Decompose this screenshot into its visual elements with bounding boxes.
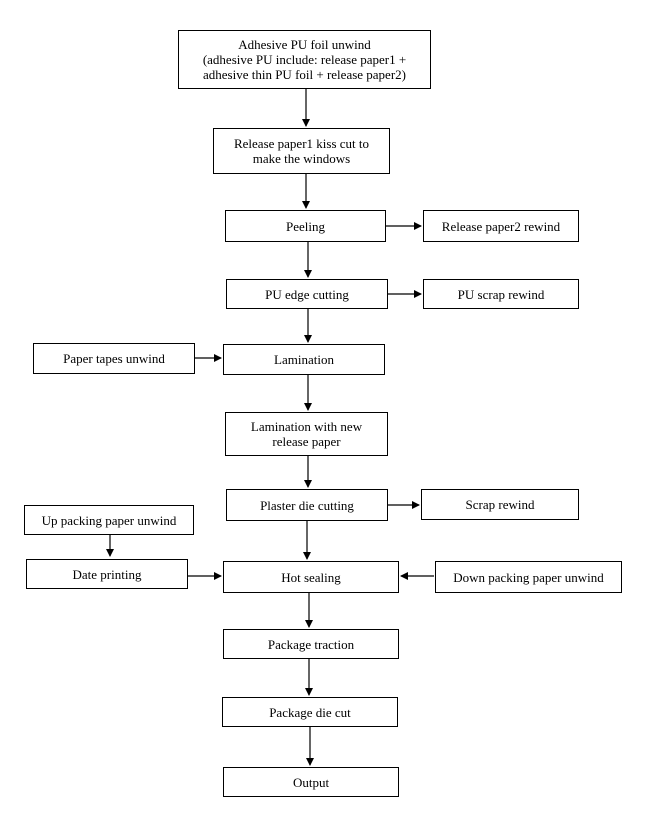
node-hot-sealing: Hot sealing bbox=[223, 561, 399, 593]
node-plaster-die-cutting-label: Plaster die cutting bbox=[260, 497, 354, 513]
node-output-label: Output bbox=[292, 774, 330, 790]
node-lamination: Lamination bbox=[223, 344, 385, 375]
node-pu-edge-cutting-label: PU edge cutting bbox=[265, 286, 349, 302]
node-release-paper2-rewind-label: Release paper2 rewind bbox=[441, 218, 561, 234]
node-release-paper1-kiss-cut: Release paper1 kiss cut to make the wind… bbox=[213, 128, 390, 174]
node-adhesive-line1: Adhesive PU foil unwind bbox=[238, 37, 371, 52]
node-package-die-cut-label: Package die cut bbox=[269, 704, 351, 720]
node-kiss-cut-line2: make the windows bbox=[252, 151, 351, 166]
node-pu-scrap-rewind-label: PU scrap rewind bbox=[457, 286, 545, 302]
node-date-printing: Date printing bbox=[26, 559, 188, 589]
node-lamination-label: Lamination bbox=[274, 352, 334, 367]
node-package-traction: Package traction bbox=[223, 629, 399, 659]
node-down-packing-unwind-label: Down packing paper unwind bbox=[453, 569, 604, 585]
node-scrap-rewind: Scrap rewind bbox=[421, 489, 579, 520]
node-pu-scrap-rewind: PU scrap rewind bbox=[423, 279, 579, 309]
node-peeling-label: Peeling bbox=[286, 218, 325, 234]
node-date-printing-label: Date printing bbox=[72, 566, 142, 582]
node-pu-edge-cutting: PU edge cutting bbox=[226, 279, 388, 309]
node-adhesive-pu-foil-unwind: Adhesive PU foil unwind (adhesive PU inc… bbox=[178, 30, 431, 89]
node-up-packing-paper-unwind: Up packing paper unwind bbox=[24, 505, 194, 535]
node-hot-sealing-label: Hot sealing bbox=[281, 569, 341, 585]
node-paper-tapes-unwind: Paper tapes unwind bbox=[33, 343, 195, 374]
node-lamination-new-release-paper: Lamination with new release paper bbox=[225, 412, 388, 456]
node-down-packing-paper-unwind: Down packing paper unwind bbox=[435, 561, 622, 593]
node-lamination-new-line2: release paper bbox=[272, 434, 341, 449]
node-adhesive-line2: (adhesive PU include: release paper1 + bbox=[202, 52, 407, 67]
node-release-paper2-rewind: Release paper2 rewind bbox=[423, 210, 579, 242]
node-adhesive-line3: adhesive thin PU foil + release paper2) bbox=[203, 67, 406, 82]
node-up-packing-unwind-label: Up packing paper unwind bbox=[41, 512, 177, 528]
node-package-die-cut: Package die cut bbox=[222, 697, 398, 727]
node-package-traction-label: Package traction bbox=[267, 636, 355, 652]
node-kiss-cut-line1: Release paper1 kiss cut to bbox=[233, 136, 369, 151]
node-paper-tapes-unwind-label: Paper tapes unwind bbox=[63, 351, 165, 366]
node-lamination-new-line1: Lamination with new bbox=[250, 419, 363, 434]
node-output: Output bbox=[223, 767, 399, 797]
node-peeling: Peeling bbox=[225, 210, 386, 242]
node-scrap-rewind-label: Scrap rewind bbox=[465, 497, 535, 512]
node-plaster-die-cutting: Plaster die cutting bbox=[226, 489, 388, 521]
